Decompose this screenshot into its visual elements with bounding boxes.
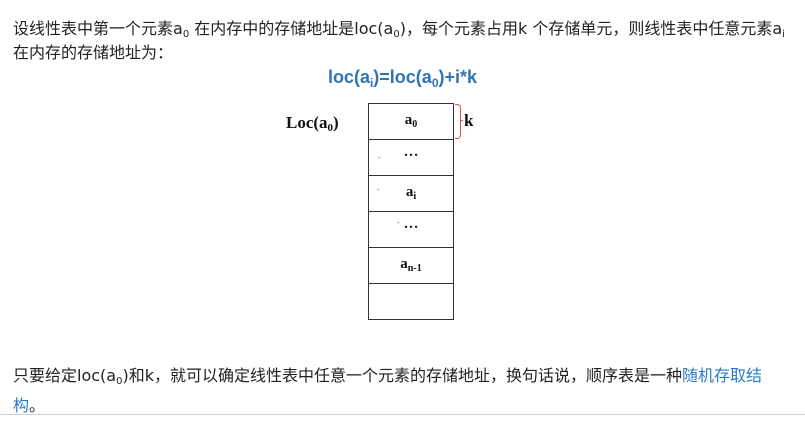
formula-text-2: )=loc(a	[373, 67, 432, 87]
tick-mark: -	[397, 218, 400, 227]
memory-cell: -…	[369, 212, 453, 248]
tick-mark: -	[378, 153, 381, 162]
cell-sub: i	[413, 191, 417, 202]
conclusion-text-3: 。	[29, 396, 46, 415]
intro-text-1: 设线性表中第一个元素a	[13, 19, 183, 38]
cell-main: …	[403, 144, 419, 160]
conclusion-text-2: )和k，就可以确定线性表中任意一个元素的存储地址，换句话说，顺序表是一种	[122, 366, 682, 385]
cell-main: a	[400, 256, 408, 272]
formula-text-3: )+i*k	[438, 67, 478, 87]
memory-layout-diagram: a0 -… -ai -… an-1	[368, 103, 454, 320]
intro-paragraph: 设线性表中第一个元素a0 在内存中的存储地址是loc(a0)，每个元素占用k 个…	[13, 17, 793, 65]
intro-text-3: )，每个元素占用k 个存储单元，则线性表中任意元素a	[399, 19, 783, 38]
random-access-link[interactable]: 随机存取结构	[13, 366, 762, 415]
start-label-text: Loc(a	[286, 113, 328, 132]
start-label-sub: 0	[327, 122, 334, 134]
intro-sub-1: 0	[182, 29, 190, 40]
formula-sub-2: 0	[431, 76, 439, 90]
formula-sub-1: i	[369, 76, 374, 90]
cell-sub: n-1	[407, 263, 422, 274]
intro-text-2: 在内存中的存储地址是loc(a	[189, 19, 394, 38]
start-address-label: Loc(a0)	[286, 113, 339, 134]
memory-cell: an-1	[369, 248, 453, 284]
conclusion-text-1: 只要给定loc(a	[13, 366, 117, 385]
intro-text-4: 在内存的存储地址为：	[13, 43, 174, 62]
cell-main: …	[403, 216, 419, 232]
start-label-close: )	[333, 113, 339, 132]
memory-cell: a0	[369, 104, 453, 140]
unit-size-label: k	[464, 111, 474, 130]
tick-mark: -	[377, 185, 380, 194]
intro-sub-3: i	[782, 29, 785, 40]
memory-cell	[369, 284, 453, 320]
intro-sub-2: 0	[393, 29, 400, 40]
address-formula: loc(ai)=loc(a0)+i*k	[0, 67, 805, 90]
brace-icon	[455, 104, 463, 139]
memory-cell: -…	[369, 140, 453, 176]
cell-main: a	[404, 112, 413, 128]
memory-cell: - ai	[369, 176, 453, 212]
divider	[0, 414, 805, 415]
conclusion-paragraph: 只要给定loc(a0)和k，就可以确定线性表中任意一个元素的存储地址，换句话说，…	[13, 361, 793, 421]
formula-text-1: loc(a	[327, 67, 370, 87]
cell-main: a	[405, 184, 414, 200]
cell-sub: 0	[412, 119, 418, 130]
conclusion-sub-1: 0	[116, 376, 123, 387]
